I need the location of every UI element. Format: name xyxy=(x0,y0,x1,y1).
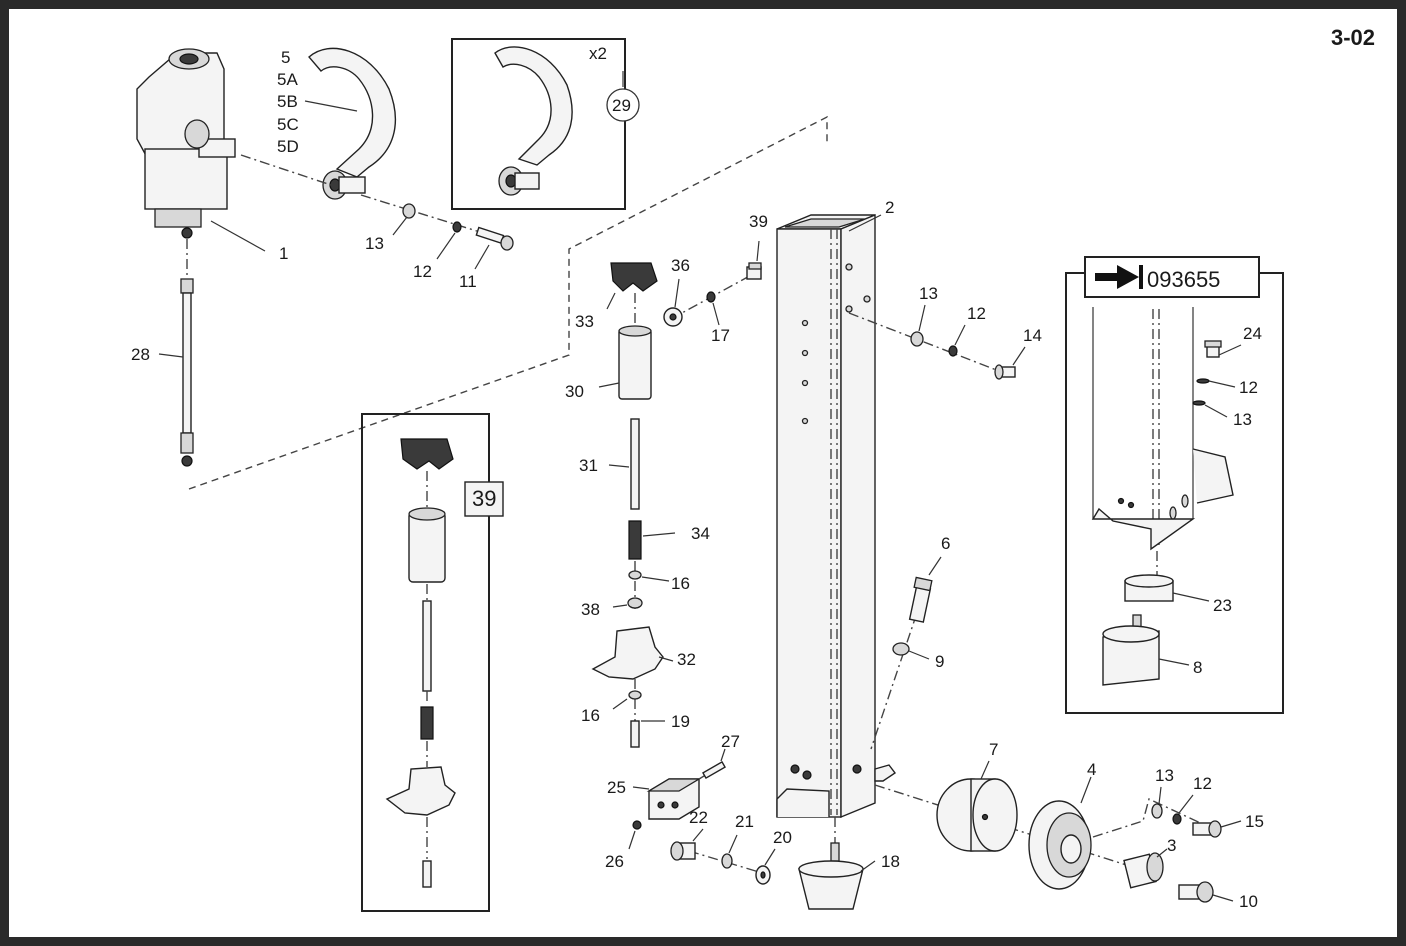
callout-38: 38 xyxy=(581,600,600,619)
callout-12-d: 12 xyxy=(1193,774,1212,793)
callout-5A: 5A xyxy=(277,70,298,89)
part-39-bolt xyxy=(746,240,762,280)
callout-27: 27 xyxy=(721,732,740,751)
part-21-washer xyxy=(721,834,738,869)
inset-serial-box xyxy=(1065,256,1284,714)
callout-24: 24 xyxy=(1243,324,1262,343)
callout-15: 15 xyxy=(1245,812,1264,831)
callout-13-c: 13 xyxy=(1233,410,1252,429)
callout-5B: 5B xyxy=(277,92,298,111)
callout-10: 10 xyxy=(1239,892,1258,911)
callout-13-b: 13 xyxy=(919,284,938,303)
parts-sheet: 3-02 1 28 5 5A 5B 5C 5D 13 xyxy=(9,9,1397,937)
callout-39-inset: 39 xyxy=(472,486,496,511)
callout-16-a: 16 xyxy=(671,574,690,593)
page-number: 3-02 xyxy=(1331,25,1375,50)
callout-12-c: 12 xyxy=(1239,378,1258,397)
callout-21: 21 xyxy=(735,812,754,831)
callout-19: 19 xyxy=(671,712,690,731)
inset-handle-qty: x2 xyxy=(589,44,607,63)
part-13-washer-a xyxy=(392,203,416,236)
exploded-parts-diagram: 3-02 1 28 5 5A 5B 5C 5D 13 xyxy=(131,25,1375,912)
callout-33: 33 xyxy=(575,312,594,331)
callout-25: 25 xyxy=(607,778,626,797)
callout-5D: 5D xyxy=(277,137,299,156)
part-26-nut xyxy=(628,820,642,850)
part-31-rod xyxy=(608,418,640,510)
part-33-cap xyxy=(606,262,658,310)
part-2-column xyxy=(776,213,897,819)
part-9-nut xyxy=(892,642,930,660)
callout-32: 32 xyxy=(677,650,696,669)
part-4-hub xyxy=(1028,776,1092,890)
callout-31: 31 xyxy=(579,456,598,475)
serial-number: 093655 xyxy=(1147,267,1220,292)
part-12-lockwasher-d xyxy=(1172,794,1194,825)
callout-29: 29 xyxy=(612,96,631,115)
part-19-screw xyxy=(630,720,665,748)
callout-4: 4 xyxy=(1087,760,1096,779)
callout-2: 2 xyxy=(885,198,894,217)
part-27-screw xyxy=(698,748,726,780)
part-16-washer-a xyxy=(628,570,670,582)
part-15-bolt xyxy=(1192,820,1242,838)
part-12-lockwasher-b xyxy=(948,324,966,357)
part-7-wheel xyxy=(936,760,1018,852)
part-13-washer-d xyxy=(1151,786,1163,819)
part-38-nut xyxy=(612,597,643,609)
callout-5C: 5C xyxy=(277,115,299,134)
callout-22: 22 xyxy=(689,808,708,827)
callout-3: 3 xyxy=(1167,836,1176,855)
callout-30: 30 xyxy=(565,382,584,401)
part-20-washer xyxy=(755,848,776,885)
callout-28: 28 xyxy=(131,345,150,364)
part-3-bushing xyxy=(1123,848,1168,889)
part-1-gearbox xyxy=(136,48,266,252)
part-18-foot xyxy=(798,842,876,910)
part-32-bracket xyxy=(591,626,674,680)
part-28-hose xyxy=(158,239,194,467)
arrow-to-line-icon xyxy=(1095,265,1143,289)
part-36-washer xyxy=(663,278,683,327)
part-25-block xyxy=(632,778,702,820)
part-22-fitting xyxy=(670,828,704,861)
callout-1: 1 xyxy=(279,244,288,263)
callout-23: 23 xyxy=(1213,596,1232,615)
callout-11: 11 xyxy=(459,272,477,291)
callout-20: 20 xyxy=(773,828,792,847)
part-16-washer-b xyxy=(612,690,642,710)
callout-13-a: 13 xyxy=(365,234,384,253)
part-14-bolt xyxy=(994,346,1026,380)
callout-9: 9 xyxy=(935,652,944,671)
callout-18: 18 xyxy=(881,852,900,871)
part-12-lockwasher-a xyxy=(436,221,462,260)
callout-12-a: 12 xyxy=(413,262,432,281)
callout-8: 8 xyxy=(1193,658,1202,677)
callout-13-d: 13 xyxy=(1155,766,1174,785)
callout-16-b: 16 xyxy=(581,706,600,725)
part-17-lockwasher xyxy=(706,291,720,326)
part-34-spring xyxy=(628,520,676,560)
inset-handle-box xyxy=(451,38,640,210)
part-5-handle xyxy=(304,47,396,200)
part-13-washer-b xyxy=(910,304,926,347)
part-6-bolt xyxy=(908,556,942,623)
callout-36: 36 xyxy=(671,256,690,275)
callout-12-b: 12 xyxy=(967,304,986,323)
callout-14: 14 xyxy=(1023,326,1042,345)
part-30-sleeve xyxy=(598,325,652,400)
callout-34: 34 xyxy=(691,524,710,543)
callout-26: 26 xyxy=(605,852,624,871)
callout-17: 17 xyxy=(711,326,730,345)
part-10-bolt xyxy=(1178,881,1234,903)
callout-5: 5 xyxy=(281,48,290,67)
callout-7: 7 xyxy=(989,740,998,759)
part-11-bolt xyxy=(474,226,514,270)
inset-39-assembly xyxy=(361,413,504,912)
callout-39: 39 xyxy=(749,212,768,231)
callout-6: 6 xyxy=(941,534,950,553)
